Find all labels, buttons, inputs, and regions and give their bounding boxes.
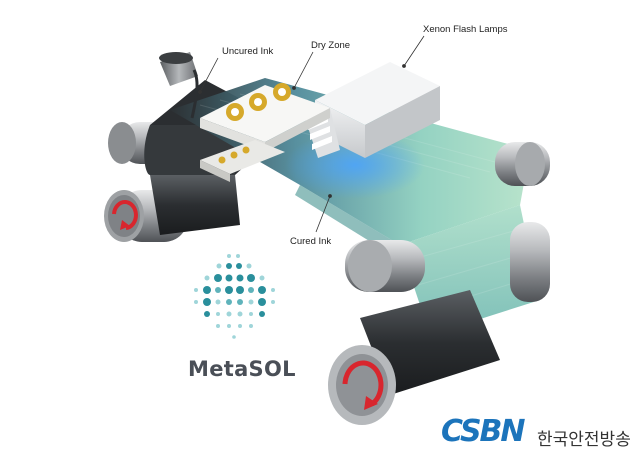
metasol-dot-logo: [194, 254, 275, 339]
logo-text: 한국안전방송: [537, 430, 631, 450]
middle-roller: [345, 240, 425, 292]
right-back-roller: [495, 142, 550, 186]
label-uncured-ink: Uncured Ink: [222, 46, 274, 57]
rotation-arrow-right-icon: [342, 360, 384, 410]
label-dry-zone: Dry Zone: [311, 40, 351, 51]
ink-cup: [159, 52, 199, 119]
logo-mark: CSBN: [441, 414, 526, 449]
dry-zone-fans: [226, 83, 291, 121]
right-lower-roller: [510, 222, 550, 302]
brand-name: MetaSOL: [188, 357, 296, 381]
label-leaders: [198, 35, 425, 233]
label-cured-ink: Cured Ink: [290, 236, 332, 247]
rotation-arrow-left-icon: [112, 200, 138, 230]
label-xenon-flash-lamps: Xenon Flash Lamps: [423, 24, 508, 35]
lower-heater-block: [200, 140, 285, 182]
bottom-front-roller: [328, 290, 500, 425]
csbn-logo: CSBN 한국안전방송: [441, 414, 636, 450]
